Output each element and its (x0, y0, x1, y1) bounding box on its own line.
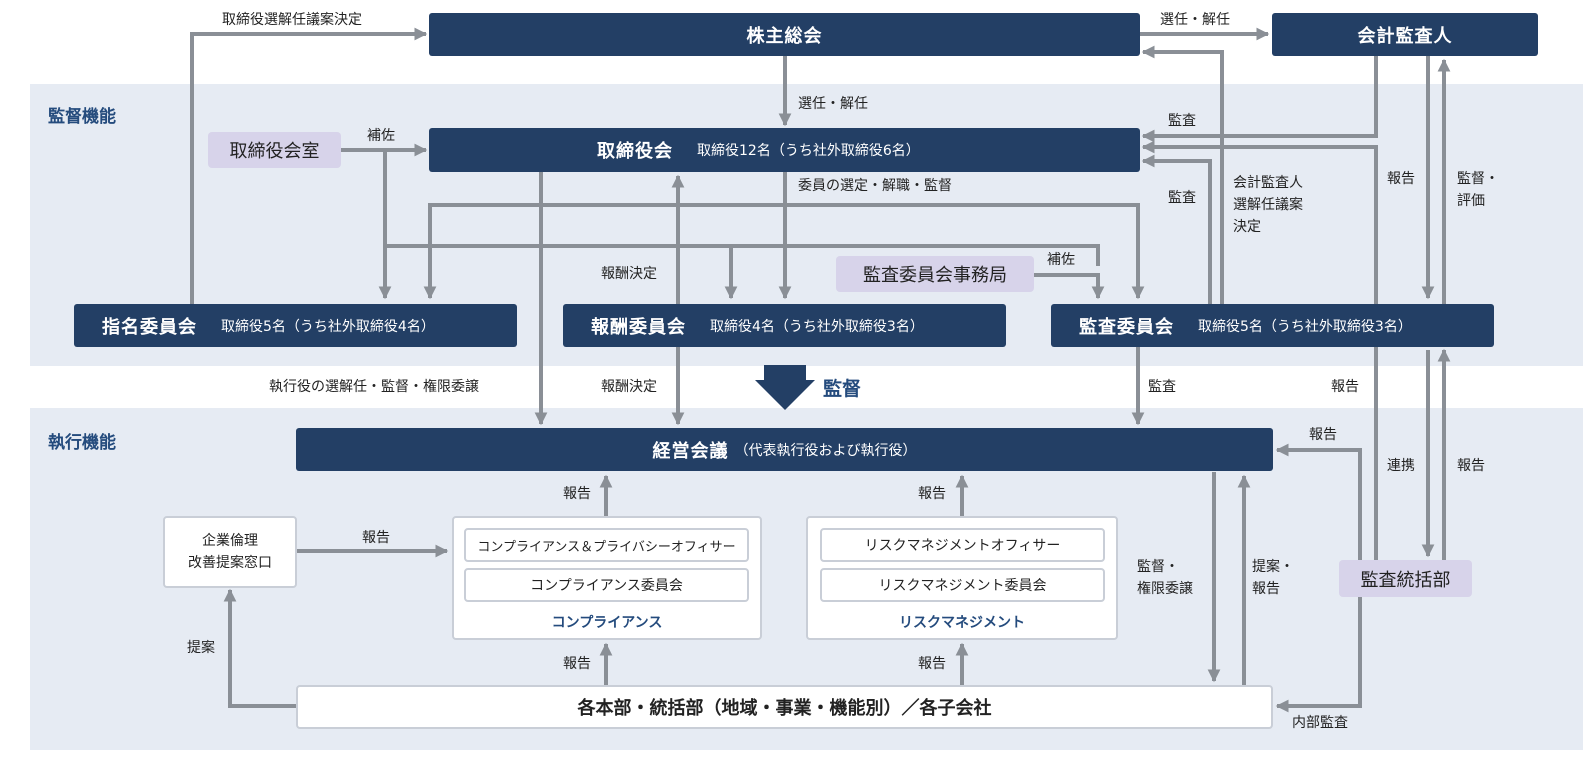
label-director-proposal: 取締役選解任議案決定 (222, 12, 362, 28)
label-propose-report-2: 報告 (1252, 581, 1280, 597)
label-report-compliance-down: 報告 (563, 656, 591, 672)
ethics-window-box: 企業倫理 改善提案窓口 (163, 516, 297, 588)
management-meeting-box: 経営会議 （代表執行役および執行役） (296, 428, 1273, 471)
shareholders-meeting-title: 株主総会 (746, 25, 823, 47)
label-report-to-management: 報告 (1309, 427, 1337, 443)
label-auditor-proposal-3: 決定 (1233, 219, 1261, 235)
audit-committee-title: 監査委員会 (1079, 316, 1174, 338)
line-nomination-to-shareholders (190, 27, 428, 304)
label-auditor-proposal-2: 選解任議案 (1233, 197, 1303, 213)
compliance-committee-box: コンプライアンス委員会 (464, 568, 749, 602)
management-meeting-title: 経営会議 (652, 440, 729, 462)
label-audit-management: 監査 (1148, 379, 1176, 395)
label-cooperation: 連携 (1387, 458, 1415, 474)
compensation-committee-box: 報酬委員会 取締役4名（うち社外取締役3名） (563, 304, 1006, 347)
label-compensation-decision-lower: 報酬決定 (601, 379, 657, 395)
line-auditor-to-board (1141, 56, 1378, 143)
label-report-risk-up: 報告 (918, 486, 946, 502)
execution-heading: 執行機能 (48, 433, 116, 453)
compliance-officer-label: コンプライアンス＆プライバシーオフィサー (477, 539, 736, 555)
risk-committee-box: リスクマネジメント委員会 (820, 568, 1105, 602)
board-office-box: 取締役会室 (208, 132, 341, 168)
accounting-auditor-box: 会計監査人 (1272, 13, 1538, 56)
compliance-committee-label: コンプライアンス委員会 (530, 578, 683, 594)
compensation-committee-composition: 取締役4名（うち社外取締役3名） (710, 318, 924, 335)
line-audit-to-board (1141, 154, 1212, 304)
nomination-committee-box: 指名委員会 取締役5名（うち社外取締役4名） (74, 304, 517, 347)
supervision-heading: 監督機能 (48, 107, 116, 127)
ethics-window-line2: 改善提案窓口 (188, 555, 272, 571)
compliance-officer-box: コンプライアンス＆プライバシーオフィサー (464, 528, 749, 562)
divisions-label: 各本部・統括部（地域・事業・機能別）／各子会社 (577, 698, 992, 719)
label-report-ethics: 報告 (362, 530, 390, 546)
label-supervise-delegate-1: 監督・ (1137, 559, 1179, 575)
shareholders-meeting-box: 株主総会 (429, 13, 1140, 56)
accounting-auditor-title: 会計監査人 (1357, 25, 1453, 47)
internal-audit-label: 監査統括部 (1360, 569, 1451, 591)
nomination-committee-composition: 取締役5名（うち社外取締役4名） (221, 318, 435, 335)
line-office-to-committees (383, 150, 1100, 266)
label-report-compliance-up: 報告 (563, 486, 591, 502)
board-title: 取締役会 (597, 141, 673, 162)
supervision-arrow-label: 監督 (823, 378, 862, 400)
label-elect-dismiss-board: 選任・解任 (798, 96, 868, 112)
internal-audit-box: 監査統括部 (1339, 560, 1472, 597)
risk-officer-label: リスクマネジメントオフィサー (864, 538, 1061, 554)
label-assist-audit: 補佐 (1047, 252, 1075, 268)
line-internal-audit-to-management (1275, 443, 1362, 560)
label-compensation-decision-upper: 報酬決定 (601, 266, 657, 282)
label-executive-appointment: 執行役の選解任・監督・権限委譲 (269, 379, 479, 395)
line-audit-to-shareholders (1141, 45, 1224, 304)
label-report-auditor: 報告 (1387, 171, 1415, 187)
risk-group-label: リスクマネジメント (899, 615, 1025, 631)
label-supervise-delegate-2: 権限委譲 (1137, 581, 1193, 597)
label-member-selection: 委員の選定・解職・監督 (798, 178, 952, 194)
risk-committee-label: リスクマネジメント委員会 (878, 578, 1047, 594)
audit-office-label: 監査委員会事務局 (863, 265, 1007, 286)
label-supervise-evaluate-1: 監督・ (1457, 171, 1499, 187)
nomination-committee-title: 指名委員会 (102, 316, 197, 338)
audit-committee-composition: 取締役5名（うち社外取締役3名） (1198, 318, 1412, 335)
audit-office-box: 監査委員会事務局 (836, 256, 1034, 292)
label-elect-dismiss-auditor: 選任・解任 (1160, 12, 1230, 28)
compliance-group-label: コンプライアンス (551, 615, 663, 631)
divisions-box: 各本部・統括部（地域・事業・機能別）／各子会社 (296, 685, 1273, 729)
label-report-risk-down: 報告 (918, 656, 946, 672)
label-supervise-evaluate-2: 評価 (1457, 193, 1485, 209)
label-propose-report-1: 提案・ (1252, 559, 1294, 575)
audit-committee-box: 監査委員会 取締役5名（うち社外取締役3名） (1051, 304, 1494, 347)
label-audit-to-board: 監査 (1168, 113, 1196, 129)
label-report-upper-right: 報告 (1331, 379, 1359, 395)
risk-officer-box: リスクマネジメントオフィサー (820, 528, 1105, 562)
label-audit-by-committee: 監査 (1168, 190, 1196, 206)
supervision-arrow (755, 365, 815, 410)
line-internal-audit-to-board (1141, 140, 1378, 560)
line-divisions-to-ethics (223, 588, 297, 708)
ethics-window-line1: 企業倫理 (202, 533, 258, 549)
line-internal-audit-to-divisions (1275, 597, 1362, 713)
board-office-label: 取締役会室 (229, 141, 320, 162)
board-box: 取締役会 取締役12名（うち社外取締役6名） (429, 128, 1140, 172)
compensation-committee-title: 報酬委員会 (591, 316, 686, 338)
label-internal-audit: 内部監査 (1292, 715, 1348, 731)
label-report-internal-audit: 報告 (1457, 458, 1485, 474)
label-auditor-proposal-1: 会計監査人 (1233, 175, 1303, 191)
management-meeting-members: （代表執行役および執行役） (734, 442, 917, 459)
label-assist-board: 補佐 (367, 128, 395, 144)
label-proposal: 提案 (187, 640, 215, 656)
board-composition: 取締役12名（うち社外取締役6名） (697, 143, 920, 159)
line-audit-office-assist (1034, 273, 1105, 300)
